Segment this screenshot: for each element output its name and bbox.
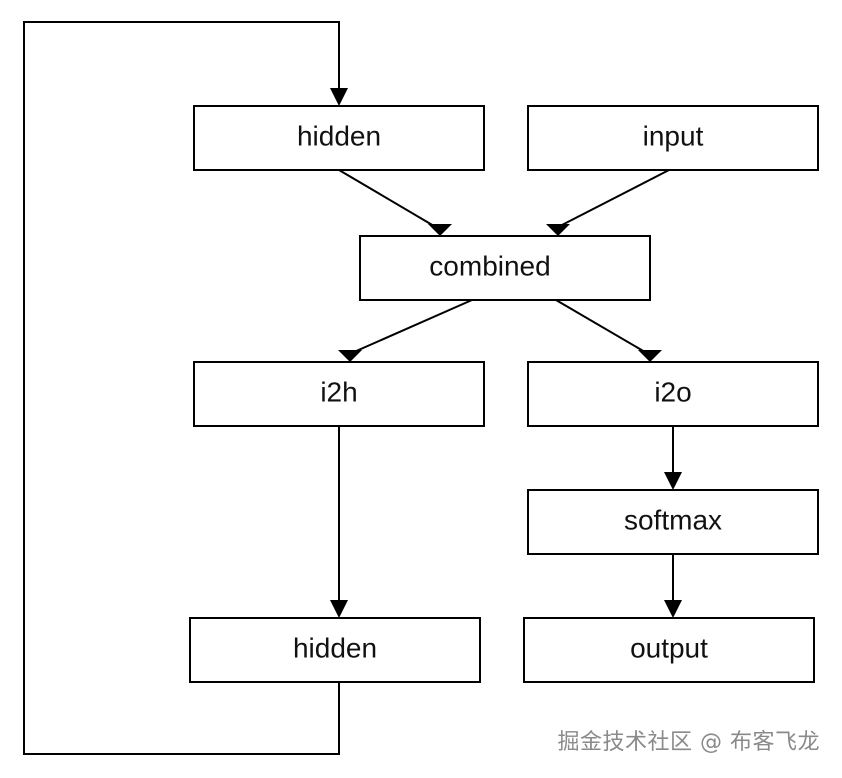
node-hidden-out-label: hidden	[293, 632, 377, 663]
arrowhead-input-to-combined	[546, 224, 570, 236]
node-hidden-out: hidden	[189, 617, 481, 683]
arrowhead-feedback-loop	[330, 88, 348, 106]
arrowhead-i2h-to-hidden	[330, 600, 348, 618]
edge-hidden-to-combined	[338, 169, 435, 227]
edge-input-to-combined	[559, 169, 670, 227]
node-i2h-label: i2h	[320, 376, 357, 407]
arrowhead-combined-to-i2h	[338, 350, 362, 362]
watermark: 掘金技术社区 @ 布客飞龙	[557, 730, 820, 755]
node-softmax-label: softmax	[624, 504, 722, 535]
node-output-label: output	[630, 632, 708, 663]
arrowhead-softmax-to-output	[664, 600, 682, 618]
node-input: input	[527, 105, 819, 171]
node-softmax: softmax	[527, 489, 819, 555]
node-combined: combined	[359, 235, 651, 301]
node-i2o: i2o	[527, 361, 819, 427]
edge-combined-to-i2h	[353, 299, 473, 353]
arrowhead-i2o-to-softmax	[664, 472, 682, 490]
node-hidden-in: hidden	[193, 105, 485, 171]
arrowhead-hidden-to-combined	[428, 224, 452, 236]
node-i2h: i2h	[193, 361, 485, 427]
node-output: output	[523, 617, 815, 683]
edge-feedback-loop	[23, 21, 340, 755]
edge-combined-to-i2o	[555, 299, 646, 353]
node-i2o-label: i2o	[654, 376, 691, 407]
node-combined-label: combined	[429, 250, 550, 281]
node-input-label: input	[643, 120, 704, 151]
arrowhead-combined-to-i2o	[638, 350, 662, 362]
node-hidden-in-label: hidden	[297, 120, 381, 151]
